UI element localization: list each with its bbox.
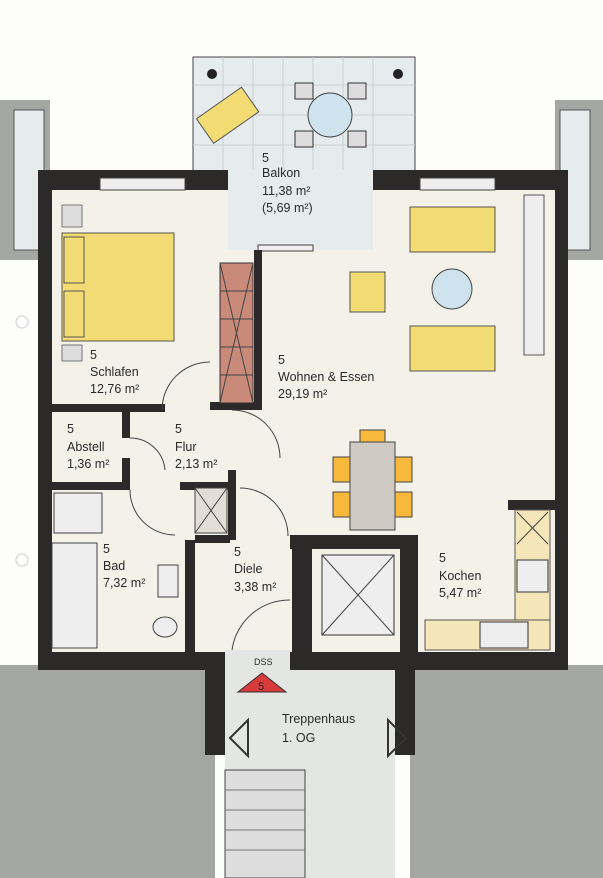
outside-area-right <box>410 665 603 878</box>
arrow-right-icon <box>387 717 408 759</box>
sideboard-icon <box>523 194 545 356</box>
svg-text:5: 5 <box>262 151 269 165</box>
balcony-table-icon <box>307 92 353 138</box>
room-label-balkon: 5 Balkon 11,38 m² (5,69 m²) <box>262 151 313 215</box>
kitchen-counter-icon <box>424 509 551 651</box>
outside-area-left <box>0 665 215 878</box>
shaft-icon <box>194 487 228 534</box>
dining-table-icon <box>332 429 413 531</box>
stairs <box>224 769 306 878</box>
punch-hole-icon <box>15 315 29 329</box>
balcony-recess <box>228 170 373 250</box>
svg-text:5: 5 <box>234 545 241 559</box>
arrow-left-icon <box>228 717 249 759</box>
room-label-abstell: 5 Abstell 1,36 m² <box>67 422 109 471</box>
svg-text:(5,69 m²): (5,69 m²) <box>262 201 313 215</box>
chair-icon <box>294 130 314 148</box>
svg-text:5,47 m²: 5,47 m² <box>439 586 481 600</box>
window <box>419 177 496 191</box>
svg-text:Bad: Bad <box>103 559 125 573</box>
entrance-opening[interactable] <box>225 650 290 672</box>
svg-text:1. OG: 1. OG <box>282 731 315 745</box>
sun-lounger-icon <box>195 86 260 145</box>
bed-icon <box>61 204 175 362</box>
svg-text:Balkon: Balkon <box>262 166 300 180</box>
svg-text:29,19 m²: 29,19 m² <box>278 387 327 401</box>
svg-text:3,38 m²: 3,38 m² <box>234 580 276 594</box>
svg-text:5: 5 <box>278 353 285 367</box>
elevator-icon <box>321 554 395 636</box>
svg-text:5: 5 <box>67 422 74 436</box>
svg-text:12,76 m²: 12,76 m² <box>90 382 139 396</box>
sofa-icon <box>349 206 496 372</box>
svg-text:5: 5 <box>439 551 446 565</box>
doors[interactable] <box>129 361 291 651</box>
chair-icon <box>347 82 367 100</box>
svg-text:5: 5 <box>175 422 182 436</box>
room-label-bad: 5 Bad 7,32 m² <box>103 542 145 590</box>
svg-text:Diele: Diele <box>234 562 263 576</box>
chair-icon <box>347 130 367 148</box>
svg-text:5: 5 <box>103 542 110 556</box>
svg-text:Schlafen: Schlafen <box>90 365 139 379</box>
svg-text:1,36 m²: 1,36 m² <box>67 457 109 471</box>
toilet-icon <box>152 616 178 638</box>
room-label-kochen: 5 Kochen 5,47 m² <box>439 551 481 600</box>
dss-marker-icon <box>236 672 288 693</box>
post-icon <box>207 69 217 79</box>
window <box>99 177 186 191</box>
room-label-flur: 5 Flur 2,13 m² <box>175 422 217 471</box>
wardrobe-icon <box>219 262 254 404</box>
bath-fixtures <box>51 492 179 649</box>
svg-text:2,13 m²: 2,13 m² <box>175 457 217 471</box>
svg-text:Abstell: Abstell <box>67 440 105 454</box>
stove-icon <box>516 559 549 593</box>
balcony-door[interactable] <box>257 244 314 252</box>
bathtub-icon <box>51 542 98 649</box>
svg-text:5: 5 <box>90 348 97 362</box>
stairwell-label: Treppenhaus 1. OG <box>282 712 355 745</box>
room-label-wohnen: 5 Wohnen & Essen 29,19 m² <box>278 353 374 401</box>
washbasin-icon <box>157 564 179 598</box>
sink-icon <box>479 621 529 649</box>
svg-text:Flur: Flur <box>175 440 197 454</box>
room-label-schlafen: 5 Schlafen 12,76 m² <box>90 348 139 396</box>
chair-icon <box>294 82 314 100</box>
svg-text:7,32 m²: 7,32 m² <box>103 576 145 590</box>
shower-icon <box>53 492 103 534</box>
svg-text:Wohnen & Essen: Wohnen & Essen <box>278 370 374 384</box>
dss-number: 5 <box>258 681 264 693</box>
svg-text:Kochen: Kochen <box>439 569 481 583</box>
interior-walls <box>40 250 555 755</box>
room-label-diele: 5 Diele 3,38 m² <box>234 545 276 594</box>
svg-text:11,38 m²: 11,38 m² <box>262 184 310 198</box>
svg-text:Treppenhaus: Treppenhaus <box>282 712 355 726</box>
punch-hole-icon <box>15 553 29 567</box>
post-icon <box>393 69 403 79</box>
dss-label: DSS <box>254 657 273 667</box>
